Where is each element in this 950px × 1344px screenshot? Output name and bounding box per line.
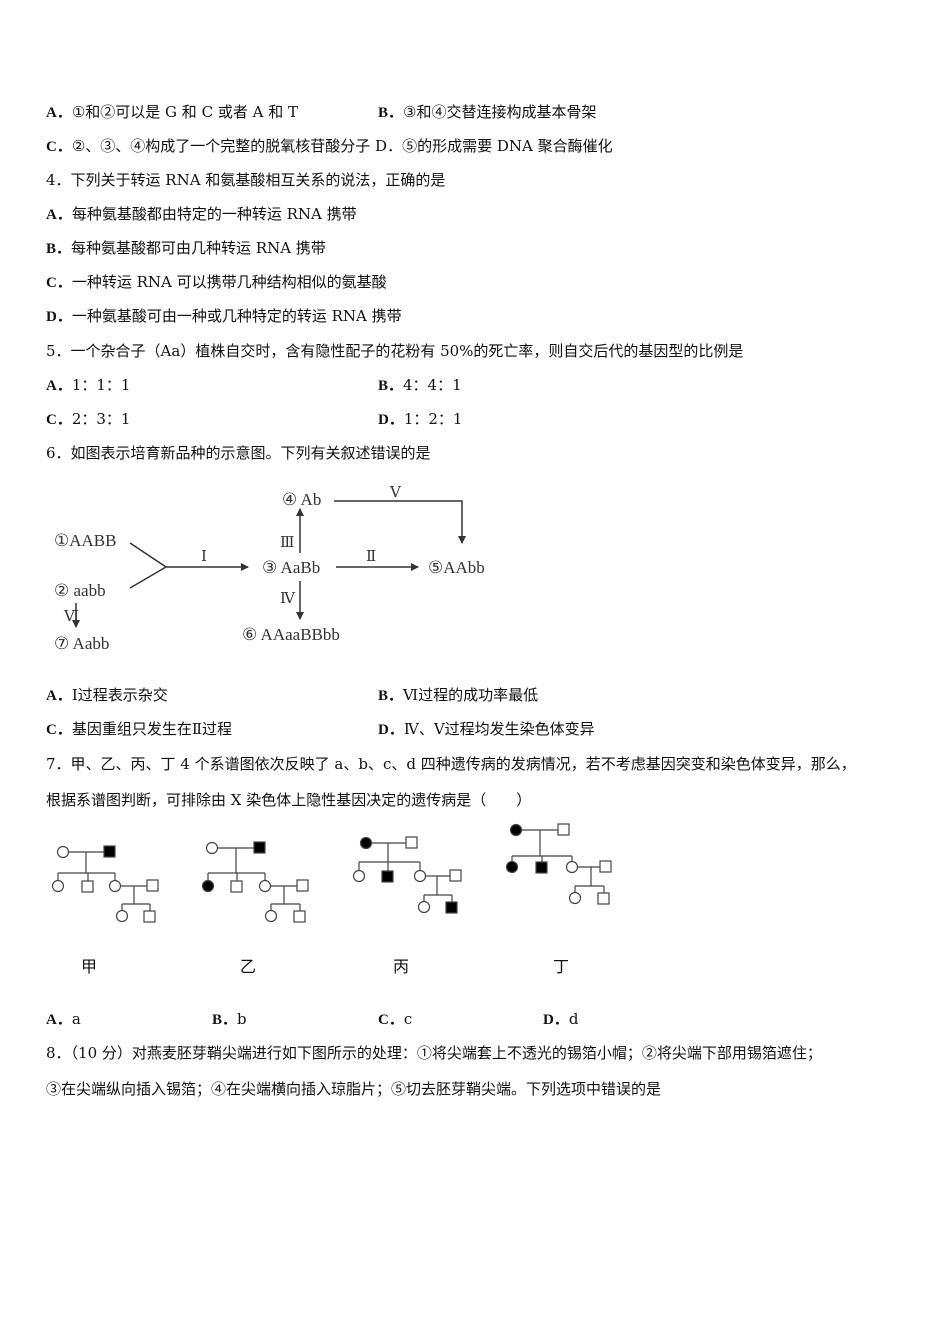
option-label: A． <box>46 105 72 121</box>
q3-option-a: A．①和②可以是 G 和 C 或者 A 和 T <box>46 102 298 123</box>
pedigree-caption-bing: 丙 <box>393 957 410 976</box>
option-text: d <box>568 1010 579 1028</box>
option-text: b <box>237 1010 247 1028</box>
pedigree-bing <box>352 836 462 914</box>
node-ab-haploid: ④ Ab <box>282 490 321 509</box>
pedigree-ding <box>505 823 612 905</box>
option-text: Ⅰ过程表示杂交 <box>71 686 168 704</box>
option-label: D． <box>543 1012 569 1028</box>
q6-option-b: B．Ⅵ过程的成功率最低 <box>378 685 538 706</box>
option-label: A． <box>46 688 72 704</box>
q7-option-b: B．b <box>212 1009 247 1030</box>
node-aabb-parent: ①AABB <box>54 531 116 550</box>
node-aabb-hybrid: ③ AaBb <box>262 558 320 577</box>
option-label: B． <box>378 688 404 704</box>
pedigree-jia <box>51 845 159 923</box>
option-text: 1：1：1 <box>71 376 131 394</box>
option-label: B． <box>212 1012 238 1028</box>
option-text: c <box>403 1010 413 1028</box>
q4-option-a: A．每种氨基酸都由特定的一种转运 RNA 携带 <box>46 204 357 225</box>
node-aabb-recessive: ② aabb <box>54 581 106 600</box>
node-aabb-mutant: ⑦ Aabb <box>54 634 109 653</box>
process-label-1: Ⅰ <box>201 549 207 565</box>
q6-option-a: A．Ⅰ过程表示杂交 <box>46 685 168 706</box>
q3-option-c: C．②、③、④构成了一个完整的脱氧核苷酸分子 D．⑤的形成需要 DNA 聚合酶催… <box>46 136 613 157</box>
option-text: 一种氨基酸可由一种或几种特定的转运 RNA 携带 <box>71 307 402 325</box>
option-text: 2：3：1 <box>71 410 131 428</box>
option-text: 4：4：1 <box>403 376 462 394</box>
process-label-5: Ⅴ <box>389 485 402 501</box>
arrow-hybridization <box>129 542 168 589</box>
pedigree-caption-ding: 丁 <box>553 957 570 976</box>
q5-option-d: D．1：2：1 <box>378 409 462 430</box>
option-label: B． <box>378 105 404 121</box>
option-text: Ⅵ过程的成功率最低 <box>403 686 539 704</box>
q8-line1: 8．（10 分）对燕麦胚芽鞘尖端进行如下图所示的处理：①将尖端套上不透光的锡箔小… <box>46 1044 822 1062</box>
q4-option-d: D．一种氨基酸可由一种或几种特定的转运 RNA 携带 <box>46 306 402 327</box>
pedigree-caption-yi: 乙 <box>240 957 257 976</box>
q3-option-b: B．③和④交替连接构成基本骨架 <box>378 102 596 123</box>
q5-option-a: A．1：1：1 <box>46 375 130 396</box>
q4-option-b: B．每种氨基酸都可由几种转运 RNA 携带 <box>46 238 326 259</box>
q5-stem: 5．一个杂合子（Aa）植株自交时，含有隐性配子的花粉有 50%的死亡率，则自交后… <box>46 342 744 360</box>
option-label: C． <box>46 139 72 155</box>
q7-stem-line1: 7．甲、乙、丙、丁 4 个系谱图依次反映了 a、b、c、d 四种遗传病的发病情况… <box>46 755 856 773</box>
option-text: 每种氨基酸都可由几种转运 RNA 携带 <box>71 239 326 257</box>
option-label: D． <box>378 722 404 738</box>
option-label: A． <box>46 207 72 223</box>
option-label: C． <box>46 275 72 291</box>
pedigree-caption-jia: 甲 <box>81 957 98 976</box>
option-text: a <box>71 1010 81 1028</box>
arrow-process-5 <box>334 500 466 544</box>
option-text: 一种转运 RNA 可以携带几种结构相似的氨基酸 <box>71 273 387 291</box>
q7-stem-line2: 根据系谱图判断，可排除由 X 染色体上隐性基因决定的遗传病是（ ） <box>46 791 532 809</box>
q8-line2: ③在尖端纵向插入锡箔；④在尖端横向插入琼脂片；⑤切去胚芽鞘尖端。下列选项中错误的… <box>46 1080 662 1098</box>
q7-option-a: A．a <box>46 1009 81 1030</box>
q5-option-c: C．2：3：1 <box>46 409 130 430</box>
q5-option-b: B．4：4：1 <box>378 375 462 396</box>
process-label-3: Ⅲ <box>280 535 294 551</box>
process-arrows <box>72 500 466 628</box>
option-text: ③和④交替连接构成基本骨架 <box>403 103 597 121</box>
pedigree-yi <box>201 841 309 923</box>
q6-option-c: C．基因重组只发生在Ⅱ过程 <box>46 719 232 740</box>
q4-stem: 4．下列关于转运 RNA 和氨基酸相互关系的说法，正确的是 <box>46 171 446 189</box>
option-label: A． <box>46 1012 72 1028</box>
q6-option-d: D．Ⅳ、Ⅴ过程均发生染色体变异 <box>378 719 595 740</box>
option-text: 1：2：1 <box>403 410 463 428</box>
option-text: 每种氨基酸都由特定的一种转运 RNA 携带 <box>71 205 357 223</box>
option-label: D． <box>378 412 404 428</box>
process-label-6: Ⅵ <box>63 609 79 625</box>
node-tetraploid: ⑥ AAaaBBbb <box>242 625 340 644</box>
pedigree-charts <box>51 823 612 923</box>
process-label-4: Ⅳ <box>280 591 296 607</box>
option-label: B． <box>46 241 72 257</box>
q7-option-d: D．d <box>543 1009 578 1030</box>
node-aabb-target: ⑤AAbb <box>428 558 485 577</box>
option-label: C． <box>46 412 72 428</box>
option-label: D． <box>46 309 72 325</box>
option-text: Ⅳ、Ⅴ过程均发生染色体变异 <box>403 720 595 738</box>
option-label: C． <box>46 722 72 738</box>
q7-option-c: C．c <box>378 1009 412 1030</box>
q4-option-c: C．一种转运 RNA 可以携带几种结构相似的氨基酸 <box>46 272 387 293</box>
breeding-diagram: ①AABB ② aabb ③ AaBb ④ Ab ⑤AAbb ⑥ AAaaBBb… <box>54 485 485 653</box>
option-label: A． <box>46 378 72 394</box>
option-text: ①和②可以是 G 和 C 或者 A 和 T <box>71 103 298 121</box>
option-text: 基因重组只发生在Ⅱ过程 <box>71 720 233 738</box>
option-label: B． <box>378 378 404 394</box>
option-label: C． <box>378 1012 404 1028</box>
process-label-2: Ⅱ <box>366 549 376 565</box>
q6-stem: 6．如图表示培育新品种的示意图。下列有关叙述错误的是 <box>46 444 431 462</box>
option-text: ②、③、④构成了一个完整的脱氧核苷酸分子 D．⑤的形成需要 DNA 聚合酶催化 <box>71 137 613 155</box>
